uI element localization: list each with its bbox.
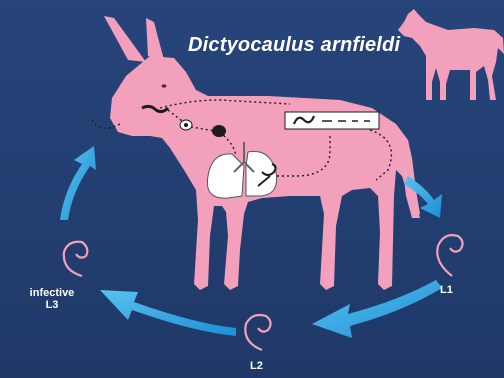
stage-label-l1: L1 xyxy=(440,284,453,296)
diagram-title: Dictyocaulus arnfieldi xyxy=(188,34,400,57)
intestine-icon xyxy=(285,112,379,129)
larva-node-icon xyxy=(212,125,226,137)
stage-label-l3-line2: L3 xyxy=(20,299,84,311)
stage-label-l3: infective L3 xyxy=(20,287,84,311)
eye-icon xyxy=(162,84,167,87)
stage-label-l3-line1: infective xyxy=(20,287,84,299)
egg-core-icon xyxy=(184,123,188,127)
stage-label-l2: L2 xyxy=(250,360,263,372)
